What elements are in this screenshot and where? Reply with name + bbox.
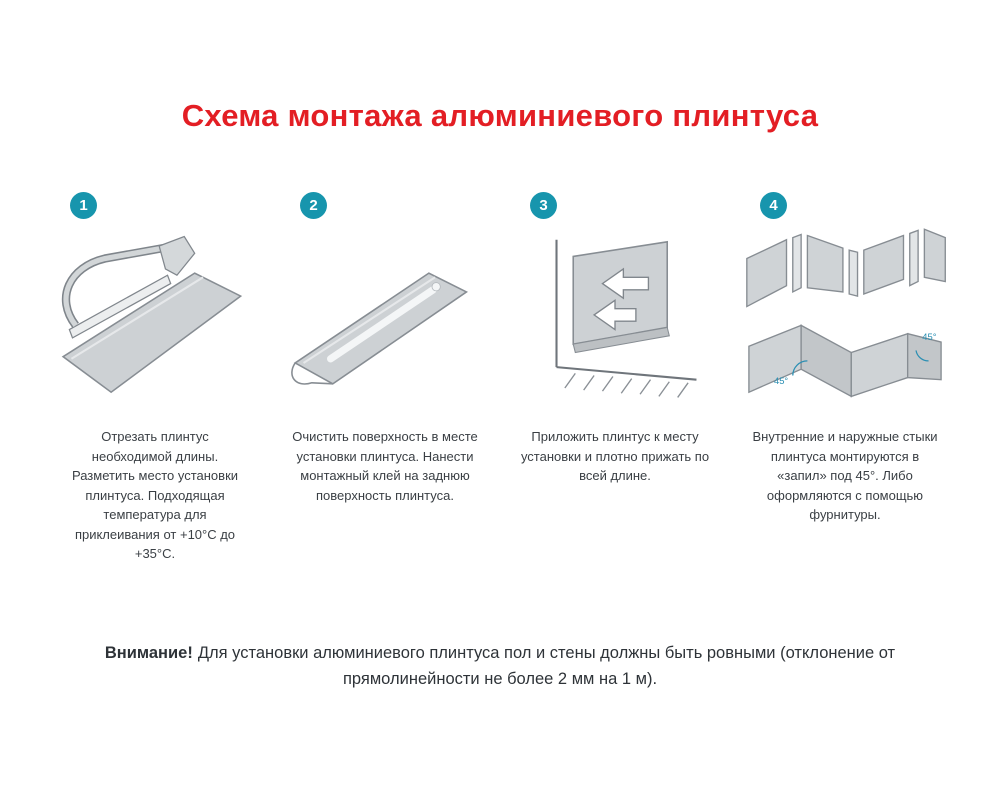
warning-label: Внимание! [104, 643, 193, 662]
step4-illustration: 45° 45° [740, 223, 950, 411]
left-arrow-icons [592, 267, 650, 331]
hacksaw-icon [61, 235, 196, 339]
warning-text: Для установки алюминиевого плинтуса пол … [197, 643, 896, 688]
step-caption: Отрезать плинтус необходимой длины. Разм… [71, 429, 239, 561]
warning-note: Внимание!Для установки алюминиевого плин… [75, 640, 925, 693]
step-number-badge: 2 [300, 192, 327, 219]
step2-illustration [280, 223, 490, 411]
glue-on-plinth-icon [291, 272, 469, 385]
plinth-plank-shape [61, 272, 243, 394]
step-caption: Очистить поверхность в месте установки п… [292, 429, 478, 503]
step-caption: Внутренние и наружные стыки плинтуса мон… [752, 429, 938, 522]
step-number: 4 [769, 197, 778, 214]
step-number: 2 [309, 197, 318, 214]
corner-joints-icon: 45° 45° [746, 228, 946, 398]
angle-label: 45° [774, 375, 788, 386]
step-column-4: 4 [740, 192, 950, 564]
press-plinth-to-wall-icon [555, 239, 697, 398]
hacksaw-cutting-plinth-icon [61, 235, 243, 394]
floor-line-and-hatch [556, 366, 697, 398]
step-column-2: 2 Очистить поверхность в месте установки… [280, 192, 490, 564]
step-number-badge: 3 [530, 192, 557, 219]
step-column-3: 3 [510, 192, 720, 564]
step3-illustration [510, 223, 720, 411]
angle-label: 45° [922, 331, 936, 342]
step-number-badge: 4 [760, 192, 787, 219]
steps-row: 1 Отрезать плинтус необходимой дл [50, 192, 950, 564]
upper-corner-panels [746, 228, 946, 308]
glue-stripe [327, 282, 441, 363]
lower-zigzag-panels [748, 324, 942, 398]
angle-45-marks: 45° 45° [774, 331, 937, 386]
step1-illustration [50, 223, 260, 411]
step-number-badge: 1 [70, 192, 97, 219]
step-number: 3 [539, 197, 548, 214]
page-title: Схема монтажа алюминиевого плинтуса [181, 98, 819, 133]
step-caption: Приложить плинтус к месту установки и пл… [520, 429, 710, 483]
step-column-1: 1 Отрезать плинтус необходимой дл [50, 192, 260, 564]
step-number: 1 [79, 197, 88, 214]
